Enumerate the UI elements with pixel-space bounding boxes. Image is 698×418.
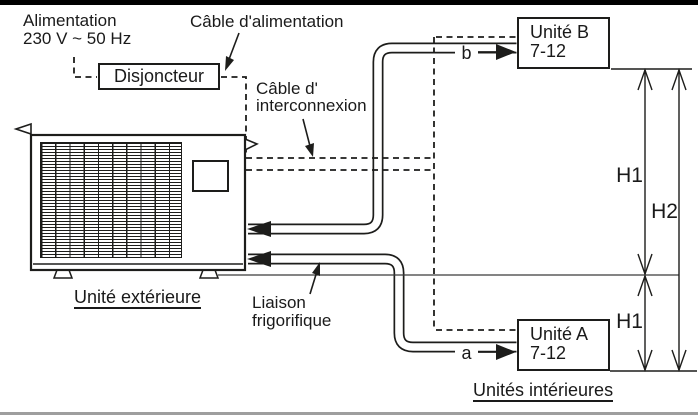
interconnect-callout-arrow-icon: [305, 143, 314, 157]
dimension-h2-label: H2: [651, 200, 678, 223]
refrigerant-label-line1: Liaison: [252, 293, 306, 312]
pipe-a-arrow-into-outdoor-icon: [247, 251, 271, 267]
outdoor-unit-foot-left: [52, 269, 74, 279]
unit-a-box: Unité A 7-12: [517, 319, 610, 371]
power-cable-callout-arrow-icon: [225, 56, 234, 71]
pipe-a-arrow-into-unit-a-icon: [496, 344, 516, 360]
power-supply-label-line2: 230 V ~ 50 Hz: [23, 29, 132, 48]
unit-a-name: Unité A: [530, 324, 589, 344]
power-cable-label: Câble d'alimentation: [190, 12, 344, 31]
pipe-a-label: a: [455, 344, 478, 362]
outdoor-unit-grille: [40, 142, 182, 258]
pipe-b-label: b: [455, 44, 478, 62]
pipe-b-arrow-into-outdoor-icon: [247, 221, 271, 237]
outdoor-unit-bracket-right-icon: [244, 137, 259, 152]
unit-a-rating: 7-12: [530, 343, 567, 363]
breaker-box: Disjoncteur: [98, 63, 220, 90]
outdoor-unit-access-panel: [192, 160, 229, 192]
h2-arrow-down-icon: [671, 349, 687, 373]
power-cable-dashed-left: [73, 57, 97, 78]
refrigerant-pipe-a: [248, 253, 517, 353]
h1-upper-arrow-up-icon: [637, 67, 653, 91]
outdoor-unit-label: Unité extérieure: [74, 287, 202, 309]
pipe-b-arrow-into-unit-b-icon: [496, 44, 516, 60]
outdoor-unit-foot-right: [198, 269, 220, 279]
unit-b-box: Unité B 7-12: [517, 17, 610, 69]
bottom-border-rule: [0, 412, 698, 415]
power-supply-label-line1: Alimentation: [23, 11, 117, 30]
h1-lower-arrow-up-icon: [637, 273, 653, 297]
unit-b-rating: 7-12: [530, 41, 567, 61]
refrigerant-label-line2: frigorifique: [252, 311, 332, 330]
h1-lower-arrow-down-icon: [637, 349, 653, 373]
breaker-label: Disjoncteur: [113, 66, 205, 86]
h2-arrow-up-icon: [671, 67, 687, 91]
top-border-bar: [0, 0, 698, 5]
interconnect-label-line2: interconnexion: [256, 96, 367, 115]
dimension-h1-lower-label: H1: [616, 310, 643, 333]
unit-b-name: Unité B: [530, 22, 590, 42]
callout-arrows: [225, 32, 320, 295]
interconnect-label-line1: Câble d': [256, 79, 318, 98]
outdoor-unit-bracket-left-icon: [13, 122, 32, 136]
power-cable-dashed-right: [221, 76, 247, 157]
dimension-lines: [610, 67, 697, 373]
refrigerant-callout-arrow-icon: [312, 262, 320, 276]
dimension-h1-upper-label: H1: [616, 164, 643, 187]
indoor-units-label: Unités intérieures: [473, 380, 614, 402]
refrigerant-pipe-b: [248, 42, 517, 235]
